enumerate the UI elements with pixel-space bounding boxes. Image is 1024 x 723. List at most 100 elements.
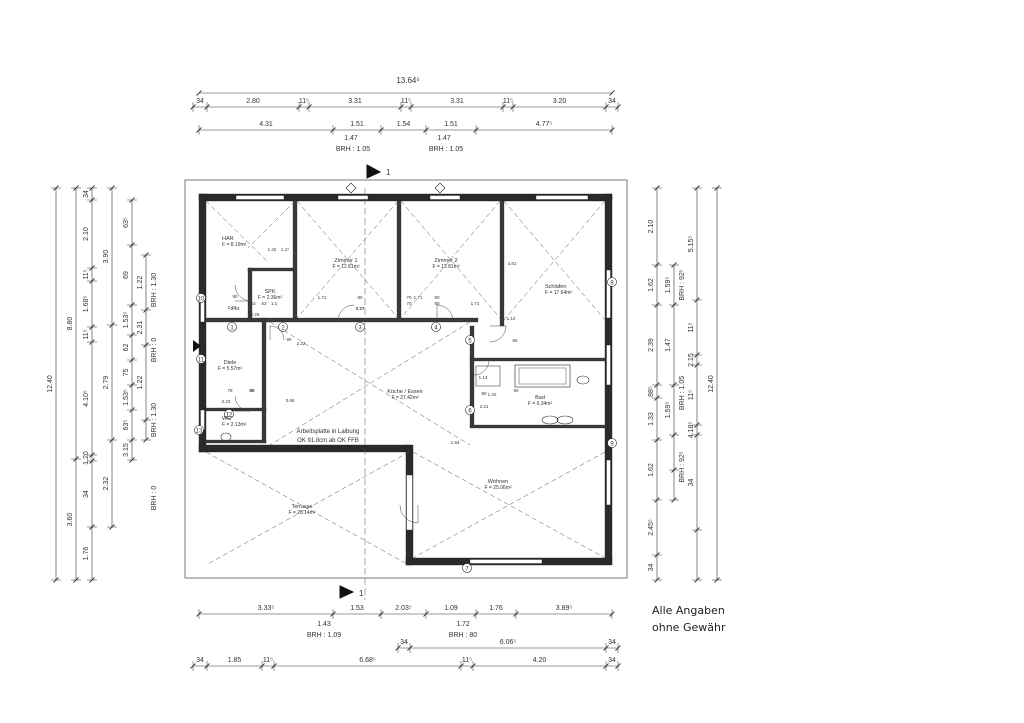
room-area: F = 25.06m² bbox=[484, 485, 511, 491]
right-dim-col3-label: 4.18⁵ bbox=[688, 422, 695, 439]
bottom-dim-row4-label: 4.20 bbox=[533, 657, 547, 664]
top-dim-row1-label: 3.31 bbox=[348, 98, 362, 105]
marker-label: 9 bbox=[610, 441, 614, 447]
right-dim-col1-label: 2.10 bbox=[648, 220, 655, 234]
right-dim-col1-label: 1.62 bbox=[648, 463, 655, 477]
inner-dimension-label: 63 bbox=[261, 301, 267, 306]
bottom-brh-label: BRH : 80 bbox=[449, 632, 478, 639]
inner-dimension-label: 78 bbox=[227, 388, 233, 393]
inner-dimension-label: 90 bbox=[481, 391, 487, 396]
roof-ridge-line bbox=[412, 451, 606, 559]
bottom-dim-row4-label: 1.85 bbox=[228, 657, 242, 664]
left-dim-col5-label: 3.15 bbox=[123, 443, 130, 457]
left-dim-col4-label: 2.79 bbox=[103, 376, 110, 390]
roof-ridge-line bbox=[400, 200, 501, 319]
right-dim-col3-label: 11⁵ bbox=[688, 322, 695, 332]
left-dim-col5-label: 75 bbox=[123, 369, 130, 377]
marker-circle bbox=[224, 409, 234, 419]
inner-dimension-label: 2.27 bbox=[356, 306, 365, 311]
marker-label: 6 bbox=[468, 408, 472, 414]
left-dim-col5-label: 63⁵ bbox=[123, 420, 130, 431]
left-dim-col5-label: 69 bbox=[123, 271, 130, 279]
bottom-dim-row4-label: 11⁵ bbox=[263, 657, 273, 664]
inner-dimension-label: 2.23 bbox=[222, 399, 231, 404]
door-swing bbox=[234, 395, 251, 412]
dimension-tick bbox=[609, 90, 615, 96]
bottom-brh-label: BRH : 1.09 bbox=[307, 632, 341, 639]
window bbox=[606, 269, 611, 319]
room-area: F = 8.19m² bbox=[222, 242, 247, 248]
left-dim-col6-label: 1.22 bbox=[137, 376, 144, 390]
room-name: Küche / Essen bbox=[387, 389, 422, 395]
roof-ridge-line bbox=[269, 321, 471, 446]
right-brh-label: BRH : 92⁵ bbox=[679, 269, 686, 300]
interior-wall bbox=[499, 200, 505, 327]
inner-dimension-label: 90 bbox=[357, 295, 363, 300]
interior-wall bbox=[261, 317, 267, 444]
room-name: Wohnen bbox=[488, 479, 508, 485]
top-dim-row1-label: 3.20 bbox=[553, 98, 567, 105]
marker-label: 2 bbox=[281, 325, 285, 331]
right-dim-col3-label: 2.15 bbox=[688, 353, 695, 367]
interior-wall bbox=[469, 424, 607, 429]
window bbox=[337, 195, 369, 200]
left-dim-col3-label: 1.20 bbox=[83, 451, 90, 465]
left-dim-col5-label: 1.53⁵ bbox=[123, 389, 130, 406]
room-name: SPK bbox=[264, 289, 275, 295]
marker-label: 13 bbox=[196, 428, 203, 434]
marker-circle bbox=[431, 322, 441, 332]
right-dim-col2-label: 1.47 bbox=[665, 338, 672, 352]
roof-ridge-line bbox=[205, 451, 410, 566]
room-area: F = 27.42m² bbox=[391, 395, 418, 401]
marker-label: 3 bbox=[358, 325, 362, 331]
room-area: F = 12.81m² bbox=[332, 264, 359, 270]
roof-ridge-line bbox=[503, 200, 606, 321]
bottom-dim-row1-label: 1.09 bbox=[444, 605, 458, 612]
top-brh-label: BRH : 1.05 bbox=[429, 146, 463, 153]
interior-wall bbox=[292, 200, 298, 322]
inner-dimension-label: 65 bbox=[512, 338, 518, 343]
bathtub bbox=[514, 364, 571, 388]
top-dim-row1-label: 3.31 bbox=[450, 98, 464, 105]
marker-circle bbox=[355, 322, 365, 332]
marker-label: 11 bbox=[198, 357, 205, 363]
room-area: F = 2.13m² bbox=[222, 422, 247, 428]
window bbox=[469, 559, 543, 564]
right-dim-col3-label: 34 bbox=[688, 479, 695, 487]
window bbox=[406, 474, 413, 531]
bottom-dim-row1-label: 2.03⁵ bbox=[395, 605, 412, 612]
marker-circle bbox=[462, 563, 472, 573]
wall bbox=[198, 444, 410, 453]
window bbox=[606, 459, 611, 506]
bottom-dim-row3-label: 34 bbox=[608, 639, 616, 646]
bottom-dim-row1-label: 3.33⁵ bbox=[258, 605, 275, 612]
bottom-dim-row4-label: 34 bbox=[196, 657, 204, 664]
right-dim-col2-label: 1.59⁵ bbox=[665, 402, 672, 419]
window bbox=[535, 195, 589, 200]
inner-dimension-label: 70 bbox=[406, 295, 412, 300]
left-dim-col3-label: 34 bbox=[83, 490, 90, 498]
roof-ridge-line bbox=[296, 200, 399, 319]
inner-dimension-label: 1.71 bbox=[414, 295, 423, 300]
room-name: Bad bbox=[535, 395, 545, 401]
bottom-dim-row2-label: 1.43 bbox=[317, 621, 331, 628]
marker-circle bbox=[465, 335, 475, 345]
window bbox=[235, 195, 285, 200]
left-dim-col5-label: 62 bbox=[123, 344, 130, 352]
inner-dimension-label: 1.84 bbox=[451, 440, 460, 445]
left-dim-col4-label: 2.32 bbox=[103, 477, 110, 491]
inner-dimension-label: 1.71 bbox=[318, 295, 327, 300]
inner-dimension-label: 85 bbox=[249, 388, 255, 393]
left-dim-col2-label: 3.60 bbox=[67, 513, 74, 527]
worktop-note-label: Arbeitsplatte in Laibung bbox=[297, 429, 360, 435]
bottom-dim-row1-label: 1.76 bbox=[489, 605, 503, 612]
bottom-dim-row4-label: 34 bbox=[608, 657, 616, 664]
section-label: 1 bbox=[386, 168, 391, 177]
left-dim-col3-label: 1.68⁵ bbox=[83, 296, 90, 313]
bottom-dim-row1-label: 1.53 bbox=[350, 605, 364, 612]
right-dim-col3-label: 5.15⁵ bbox=[688, 236, 695, 253]
marker-label: 1 bbox=[230, 325, 234, 331]
roof-ridge-line bbox=[296, 200, 399, 319]
left-dim-col6-label: 1.22 bbox=[137, 276, 144, 290]
